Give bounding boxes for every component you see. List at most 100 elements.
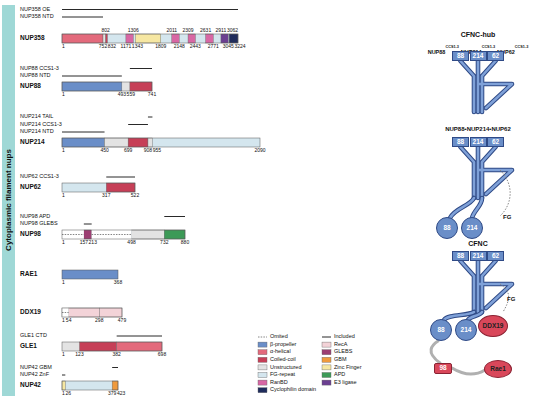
construct-label: NUP88 NTD — [20, 73, 51, 79]
residue-number: 2090 — [254, 148, 265, 153]
construct-line — [62, 375, 65, 376]
legend-text: E3 ligase — [334, 380, 357, 386]
construct-line — [164, 216, 185, 217]
legend-text: Omited — [270, 334, 288, 340]
omitted-gap — [92, 230, 132, 240]
domain-segment — [84, 230, 92, 239]
legend-swatch — [322, 357, 331, 362]
coiled-coil — [461, 261, 513, 312]
construct-label: NUP358 NTD — [20, 14, 54, 20]
construct-line — [130, 68, 152, 69]
construct-line — [62, 17, 103, 18]
protein-name: NUP88 — [20, 83, 41, 90]
bar-base — [62, 230, 185, 239]
domain-segment — [126, 34, 133, 43]
node-label: 88 — [457, 53, 464, 60]
node-label: 98 — [439, 365, 446, 372]
protein-bar — [62, 308, 122, 318]
domain-segment — [105, 138, 129, 147]
bar-base — [62, 308, 122, 317]
domain-segment — [62, 381, 65, 390]
bar-base — [62, 34, 238, 43]
superscript: CCS1-3 — [445, 45, 459, 49]
domain-segment — [106, 34, 108, 43]
construct-label: NUP214 TAIL — [20, 114, 53, 120]
bar-outline — [62, 270, 118, 279]
legend-swatch — [322, 365, 331, 370]
bar-outline — [62, 308, 122, 317]
residue-number: 2911 — [216, 28, 227, 33]
legend-text: α-helical — [270, 349, 291, 355]
omitted-line — [62, 234, 84, 235]
strands — [431, 170, 510, 374]
beta-propeller-circle: 214 — [461, 217, 483, 239]
node-label: 62 — [492, 53, 499, 60]
construct-label: NUP214 CCS1-3 — [20, 122, 62, 128]
legend-text: β-propeller — [270, 342, 296, 348]
domain-segment — [106, 183, 135, 192]
residue-number: 741 — [148, 92, 156, 97]
residue-number: 1306 — [128, 28, 139, 33]
residue-number: 2631 — [200, 28, 211, 33]
residue-number: 1 — [62, 92, 65, 97]
subunit-box: 214 — [470, 51, 487, 61]
complex-title: CFNC-hub — [461, 31, 496, 38]
protein-name: NUP214 — [20, 139, 45, 146]
coiled-coil — [461, 61, 513, 112]
rae1-ellipse: Rae1 — [484, 360, 512, 378]
domain-segment — [164, 230, 185, 239]
bar-base — [62, 138, 260, 147]
construct-label: GLE1 CTD — [20, 333, 47, 339]
legend-swatch — [258, 388, 267, 393]
bar-base — [62, 270, 118, 279]
domain-segment — [206, 34, 214, 43]
legend-text: RanBD — [270, 380, 288, 386]
node-label: 88 — [457, 139, 464, 146]
construct-label: NUP62 CCS1-3 — [20, 174, 59, 180]
node-label: 214 — [473, 53, 484, 60]
complex-title: CFNC — [468, 240, 487, 247]
residue-number: 1 — [62, 280, 65, 285]
bar-outline — [62, 183, 135, 192]
residue-number: 699 — [124, 148, 132, 153]
domain-segment — [62, 308, 69, 317]
subunit-box: 88 — [452, 137, 469, 147]
residue-number: 2148 — [174, 44, 185, 49]
legend-text: Unstructured — [270, 365, 302, 371]
protein-bar — [62, 217, 185, 240]
construct-line — [128, 124, 148, 125]
protein-label: NUP88 — [428, 49, 446, 55]
domain-segment — [62, 138, 105, 147]
construct-line — [62, 9, 238, 10]
residue-number: 3224 — [234, 44, 245, 49]
legend-swatch — [322, 350, 331, 355]
residue-number: 1 — [62, 240, 65, 245]
strand — [450, 198, 482, 218]
residue-number: 382 — [112, 352, 120, 357]
legend-swatch — [258, 350, 267, 355]
domain-segment — [62, 34, 103, 43]
residue-number: 1 — [62, 44, 65, 49]
protein-bar — [62, 69, 152, 92]
omitted-gap — [62, 230, 84, 240]
residue-number: 3045 — [223, 44, 234, 49]
residue-number: 123 — [75, 352, 83, 357]
protein-name: NUP42 — [20, 382, 41, 389]
subunit-box: 214 — [470, 251, 487, 261]
residue-number: 908 — [144, 148, 152, 153]
node-label: DDX19 — [483, 323, 504, 330]
construct-line — [148, 117, 152, 118]
node-label: 214 — [461, 327, 472, 334]
protein-name: NUP358 — [20, 35, 45, 42]
domain-segment — [132, 230, 165, 239]
construct-label: NUP358 OE — [20, 7, 50, 13]
node-label: 62 — [492, 139, 499, 146]
residue-number: 493 — [118, 92, 126, 97]
residue-number: 2309 — [182, 28, 193, 33]
construct-line — [84, 224, 92, 225]
domain-segment — [229, 34, 238, 43]
residue-number: 1 — [62, 391, 65, 396]
domain-segment — [103, 34, 106, 43]
domain-segment — [117, 342, 162, 351]
bar-outline — [62, 342, 162, 351]
